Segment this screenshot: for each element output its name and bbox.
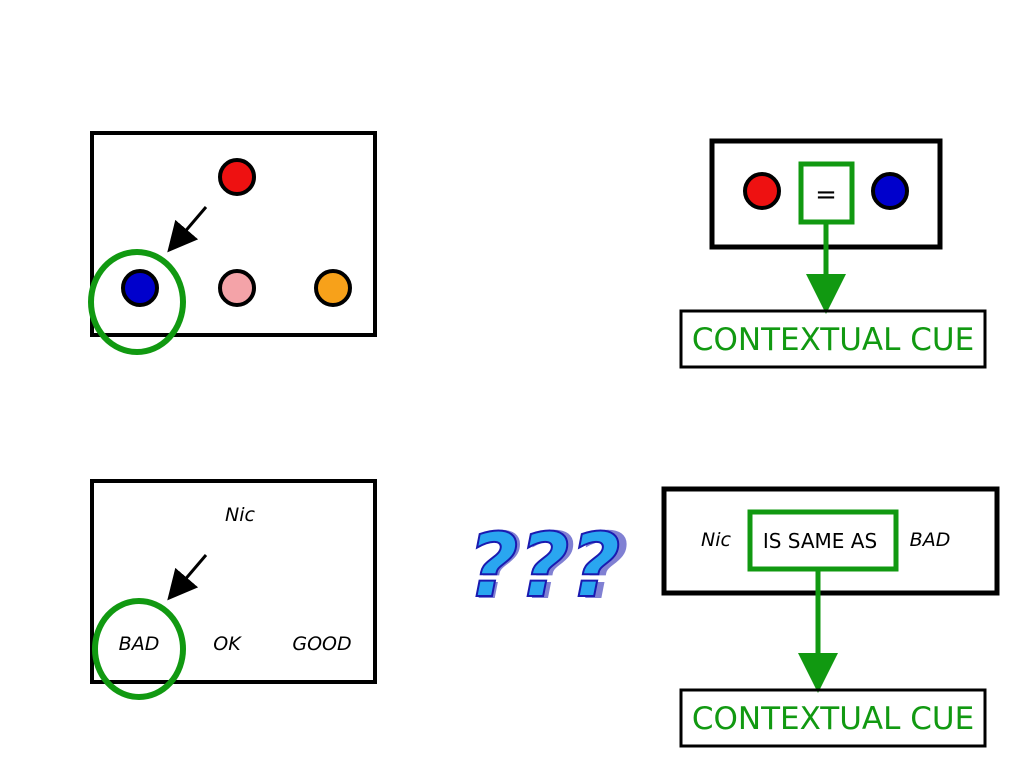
contextual-cue-label-top: CONTEXTUAL CUE xyxy=(692,322,974,358)
relation-blue-dot xyxy=(871,172,909,210)
question-marks: ??? ??? xyxy=(466,513,629,620)
selection-circle xyxy=(88,249,186,355)
contextual-cue-box-bottom xyxy=(679,688,987,748)
word-matching-panel: Nic BAD OK GOOD xyxy=(90,479,377,700)
option-good: GOOD xyxy=(292,633,351,655)
prompt-word: Nic xyxy=(225,504,255,526)
relation-left-word: Nic xyxy=(701,529,731,551)
is-same-as-box xyxy=(747,509,899,572)
question-marks-text: ??? xyxy=(467,514,620,617)
color-matching-panel xyxy=(88,131,377,355)
contextual-cue-label-bottom: CONTEXTUAL CUE xyxy=(692,701,974,737)
option-ok: OK xyxy=(213,633,242,655)
relation-right-word: BAD xyxy=(910,529,951,551)
equals-symbol: = xyxy=(815,180,837,210)
orange-dot xyxy=(314,269,352,307)
word-selection-circle xyxy=(92,598,186,700)
color-relation-panel: = CONTEXTUAL CUE xyxy=(679,138,987,369)
contextual-cue-box-top xyxy=(679,309,987,369)
is-same-as-text: IS SAME AS xyxy=(763,529,877,553)
word-relation-panel: Nic IS SAME AS BAD CONTEXTUAL CUE xyxy=(661,486,1000,748)
word-panel-border xyxy=(90,479,377,684)
option-bad: BAD xyxy=(119,633,160,655)
pink-dot xyxy=(218,269,256,307)
word-selection-arrow xyxy=(167,554,208,601)
word-relation-border xyxy=(661,486,1000,596)
question-marks-shadow: ??? xyxy=(469,513,629,620)
red-dot xyxy=(218,158,256,196)
blue-dot xyxy=(121,269,159,307)
selection-arrow xyxy=(167,206,208,253)
color-panel-border xyxy=(90,131,377,337)
relation-red-dot xyxy=(743,172,781,210)
